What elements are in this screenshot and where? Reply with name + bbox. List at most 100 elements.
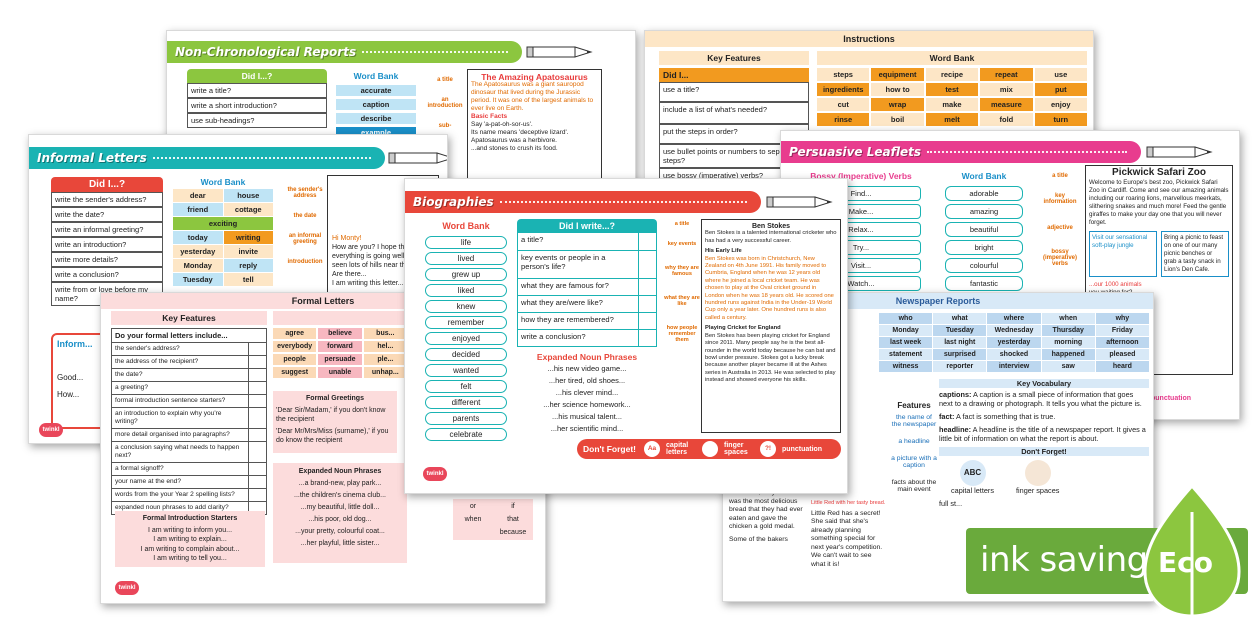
instructions-title: Instructions [645, 31, 1093, 47]
greetings-header: Formal Greetings [306, 395, 364, 402]
list-item-text: a greeting? [115, 384, 148, 391]
photo-caption: Little Red with her tasty bread. [811, 500, 886, 506]
informal-did-i: Did I...? write the sender's address?wri… [51, 177, 163, 306]
list-item: include a list of what's needed? [659, 102, 809, 124]
word-bank-item: fantastic [945, 276, 1023, 291]
word-bank-header: Word Bank [442, 221, 490, 231]
formal-key-features: Key Features Do your formal letters incl… [111, 311, 267, 515]
word-bank-item: colourful [945, 258, 1023, 273]
word-bank-item: grew up [425, 268, 507, 281]
persuasive-punctuation: punctuation [1151, 395, 1192, 402]
list-item: write an introduction? [51, 237, 163, 252]
word-bank-item: unable [318, 367, 362, 378]
side-label: a title [674, 221, 690, 227]
list-item: how they are remembered? [517, 313, 657, 330]
dont-forget-label: Don't Forget! [583, 444, 637, 454]
word-bank-item: house [223, 189, 273, 202]
starter-item: I am writing to explain... [153, 536, 227, 543]
list-item: a formal signoff? [111, 463, 267, 476]
word-bank-item: today [173, 231, 223, 244]
newspaper-story-2: Little Red with her tasty bread. Little … [811, 499, 887, 569]
bio-title-bar: Biographies [405, 191, 761, 213]
nonchrono-did-i: Did I...? write a title? write a short i… [187, 69, 327, 128]
starter-item: I am writing to complain about... [140, 545, 240, 553]
word-bank-item: Wednesday [987, 325, 1041, 336]
enp-list: ...his new video game......her tired, ol… [517, 363, 657, 435]
word-bank-item: agree [273, 328, 317, 339]
sample-text: Apatosaurus was a herbivore. [471, 137, 557, 144]
word-bank-item: make [925, 98, 979, 111]
did-i-list: write the sender's address?write the dat… [51, 192, 163, 306]
sample-text: Ben Stokes has been playing cricket for … [705, 332, 836, 384]
checkbox [248, 408, 266, 428]
did-i-header: Did I... [659, 68, 809, 82]
list-item: write a conclusion? [517, 330, 657, 347]
list-item-text: words from the your Year 2 spelling list… [115, 491, 235, 498]
side-label: key events [667, 241, 697, 247]
vocab-list: captions: A caption is a small piece of … [939, 390, 1149, 443]
word-bank-item: cut [817, 98, 870, 111]
word-bank-item: suggest [273, 367, 317, 378]
word-bank-item: measure [980, 98, 1033, 111]
word-bank-header: Word Bank [817, 51, 1087, 65]
sample-text: Its name means 'deceptive lizard'. [471, 129, 569, 136]
bossy-header: Bossy (Imperative) Verbs [810, 171, 912, 181]
side-label: a title [437, 77, 453, 83]
word-bank-item: amazing [945, 204, 1023, 219]
forget-item: punctuation [782, 445, 823, 453]
checkbox [638, 296, 656, 312]
forget-item: finger spaces [1016, 486, 1060, 495]
word-bank-item: bright [945, 240, 1023, 255]
vocab-def: A headline is the title of a newspaper r… [939, 425, 1146, 443]
word-bank-item: exciting [173, 217, 273, 230]
word-bank-item: how to [871, 83, 924, 96]
side-label: an introduction [427, 97, 463, 109]
word-bank-item: lived [425, 252, 507, 265]
enp-item: ...her playful, little sister... [300, 540, 380, 547]
word-bank-item: felt [425, 380, 507, 393]
list-item: what they are famous for? [517, 279, 657, 296]
word-bank-item: ingredients [817, 83, 870, 96]
enp-item: ...my beautiful, little doll... [300, 504, 380, 511]
enp-list: ...a brand-new, play park......the child… [276, 478, 404, 550]
word-bank-item: cottage [223, 203, 273, 216]
word-bank-item: last night [933, 337, 987, 348]
vocab-term: headline: [939, 425, 972, 434]
list-item: write more details? [51, 252, 163, 267]
checkbox [248, 502, 266, 514]
sample-title: Pickwick Safari Zoo [1112, 167, 1206, 178]
side-label: what they are like [664, 295, 700, 307]
word-bank-item: bus... [363, 328, 407, 339]
forget-item: full st... [939, 499, 963, 508]
checkbox [248, 463, 266, 475]
list-item-text: an introduction to explain why you're wr… [115, 410, 222, 425]
vocab-item: fact: A fact is something that is true. [939, 412, 1149, 421]
conjunction-item: when [464, 516, 482, 523]
side-label: adjective [1047, 225, 1073, 231]
nonchrono-side-labels: a title an introduction sub- [425, 77, 465, 129]
conjunction-item: because [499, 529, 527, 536]
side-label: the sender's address [287, 187, 323, 199]
persuasive-side-labels: a title key information adjective bossy … [1039, 173, 1081, 267]
informal-title: Informal Letters [37, 151, 147, 165]
word-bank-item: repeat [980, 68, 1033, 81]
word-bank-item: put [1034, 83, 1087, 96]
greeting-item: 'Dear Mr/Mrs/Miss (surname),' if you do … [276, 428, 389, 444]
sample-title: The Amazing Apatosaurus [481, 72, 588, 82]
word-bank-item: mix [980, 83, 1033, 96]
list-item: write an informal greeting? [51, 222, 163, 237]
enp-item: ...his poor, old dog... [308, 516, 372, 523]
vocab-term: fact: [939, 412, 955, 421]
vocab-header: Key Vocabulary [939, 379, 1149, 388]
feature-item: the name of the newspaper [891, 414, 937, 428]
word-bank-item: invite [223, 245, 273, 258]
sample-intro: Ben Stokes is a talented international c… [705, 230, 837, 244]
word-bank-item: recipe [925, 68, 979, 81]
word-bank-item: boil [871, 113, 924, 126]
nonchrono-title: Non-Chronological Reports [175, 45, 357, 59]
list-header: Do your formal letters include... [111, 328, 267, 343]
